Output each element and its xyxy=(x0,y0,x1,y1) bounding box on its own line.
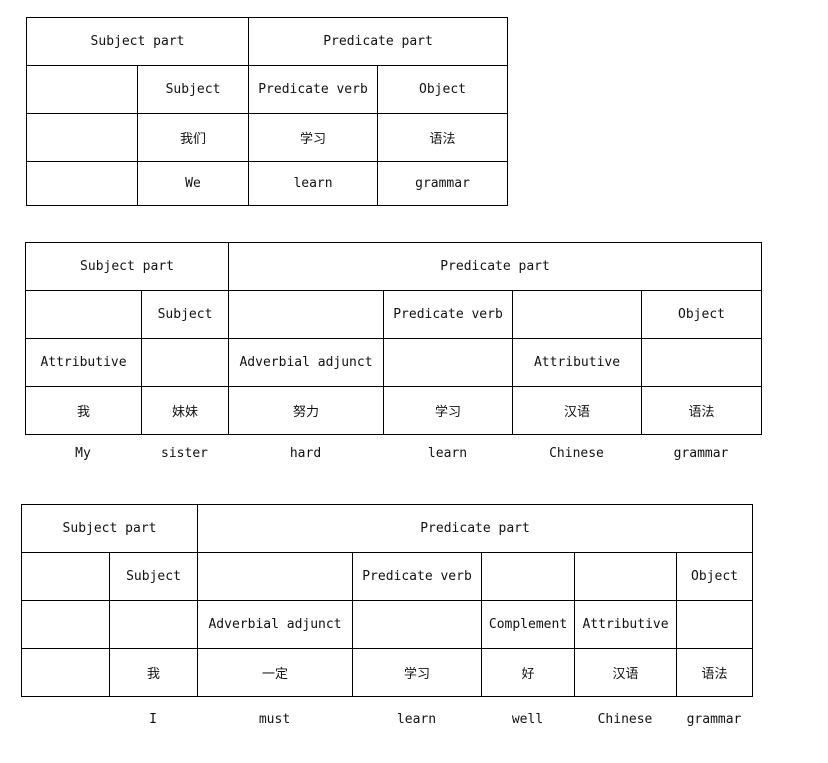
header-subject-part: Subject part xyxy=(20,504,199,553)
role-cell xyxy=(25,290,142,339)
translation-word: hard xyxy=(289,446,322,461)
translation-row-2: My sister hard learn Chinese grammar xyxy=(25,446,761,461)
role-cell xyxy=(512,290,643,339)
translation-word xyxy=(21,712,109,727)
sentence-table-1: Subject part Predicate part Subject Pred… xyxy=(25,17,509,206)
role-object: Object xyxy=(676,552,754,601)
translation-word: learn xyxy=(396,712,437,727)
modifier-cell xyxy=(641,338,763,387)
role-predicate-verb: Predicate verb xyxy=(383,290,514,339)
translation-row-3: I must learn well Chinese grammar xyxy=(21,712,752,727)
modifier-cell xyxy=(676,600,754,649)
role-predicate-verb: Predicate verb xyxy=(352,552,483,601)
translation-word: sister xyxy=(161,446,208,461)
chinese-cell: 好 xyxy=(481,648,576,697)
modifier-cell xyxy=(108,600,199,649)
chinese-cell: 我们 xyxy=(136,113,250,162)
translation-word: learn xyxy=(427,446,468,461)
chinese-cell: 汉语 xyxy=(574,648,678,697)
modifier-complement: Complement xyxy=(481,600,576,649)
chinese-cell: 语法 xyxy=(377,113,509,162)
chinese-cell: 学习 xyxy=(352,648,483,697)
translation-word: grammar xyxy=(686,712,742,727)
chinese-cell: 学习 xyxy=(248,113,379,162)
role-subject: Subject xyxy=(136,65,250,114)
chinese-cell: 汉语 xyxy=(512,386,643,435)
english-cell xyxy=(26,161,138,206)
modifier-attributive: Attributive xyxy=(512,338,643,387)
chinese-cell: 语法 xyxy=(676,648,754,697)
modifier-cell xyxy=(140,338,230,387)
role-cell xyxy=(574,552,678,601)
role-subject: Subject xyxy=(108,552,199,601)
translation-word: Chinese xyxy=(549,446,604,461)
chinese-cell: 一定 xyxy=(197,648,354,697)
translation-word: well xyxy=(511,712,544,727)
header-subject-part: Subject part xyxy=(24,242,230,291)
role-cell xyxy=(228,290,385,339)
role-cell xyxy=(197,552,354,601)
role-subject: Subject xyxy=(140,290,230,339)
role-predicate-verb: Predicate verb xyxy=(248,65,379,114)
english-cell: grammar xyxy=(377,161,509,206)
chinese-cell: 努力 xyxy=(228,386,385,435)
sentence-table-2: Subject part Predicate part Subject Pred… xyxy=(24,242,763,435)
translation-word: grammar xyxy=(673,446,729,461)
translation-word: must xyxy=(258,712,291,727)
translation-word: My xyxy=(75,446,91,461)
modifier-cell xyxy=(383,338,514,387)
modifier-attributive: Attributive xyxy=(574,600,678,649)
chinese-cell: 我 xyxy=(108,648,199,697)
role-object: Object xyxy=(641,290,763,339)
header-predicate-part: Predicate part xyxy=(248,17,509,66)
sentence-table-3: Subject part Predicate part Subject Pred… xyxy=(20,504,754,697)
header-predicate-part: Predicate part xyxy=(197,504,754,553)
chinese-cell: 我 xyxy=(25,386,142,435)
translation-word: Chinese xyxy=(597,712,653,727)
english-cell: learn xyxy=(248,161,379,206)
modifier-cell xyxy=(352,600,483,649)
role-object: Object xyxy=(377,65,509,114)
chinese-cell: 学习 xyxy=(383,386,514,435)
translation-word: I xyxy=(149,712,157,727)
header-subject-part: Subject part xyxy=(25,17,250,66)
chinese-cell: 妹妹 xyxy=(140,386,230,435)
chinese-cell: 语法 xyxy=(641,386,763,435)
chinese-cell xyxy=(21,648,110,697)
role-cell xyxy=(481,552,576,601)
modifier-cell xyxy=(21,600,110,649)
header-predicate-part: Predicate part xyxy=(228,242,763,291)
modifier-adverbial-adjunct: Adverbial adjunct xyxy=(228,338,385,387)
english-cell: We xyxy=(136,161,250,206)
modifier-adverbial-adjunct: Adverbial adjunct xyxy=(197,600,354,649)
role-cell xyxy=(26,65,138,114)
modifier-attributive: Attributive xyxy=(25,338,142,387)
role-cell xyxy=(21,552,110,601)
chinese-cell xyxy=(26,113,138,162)
